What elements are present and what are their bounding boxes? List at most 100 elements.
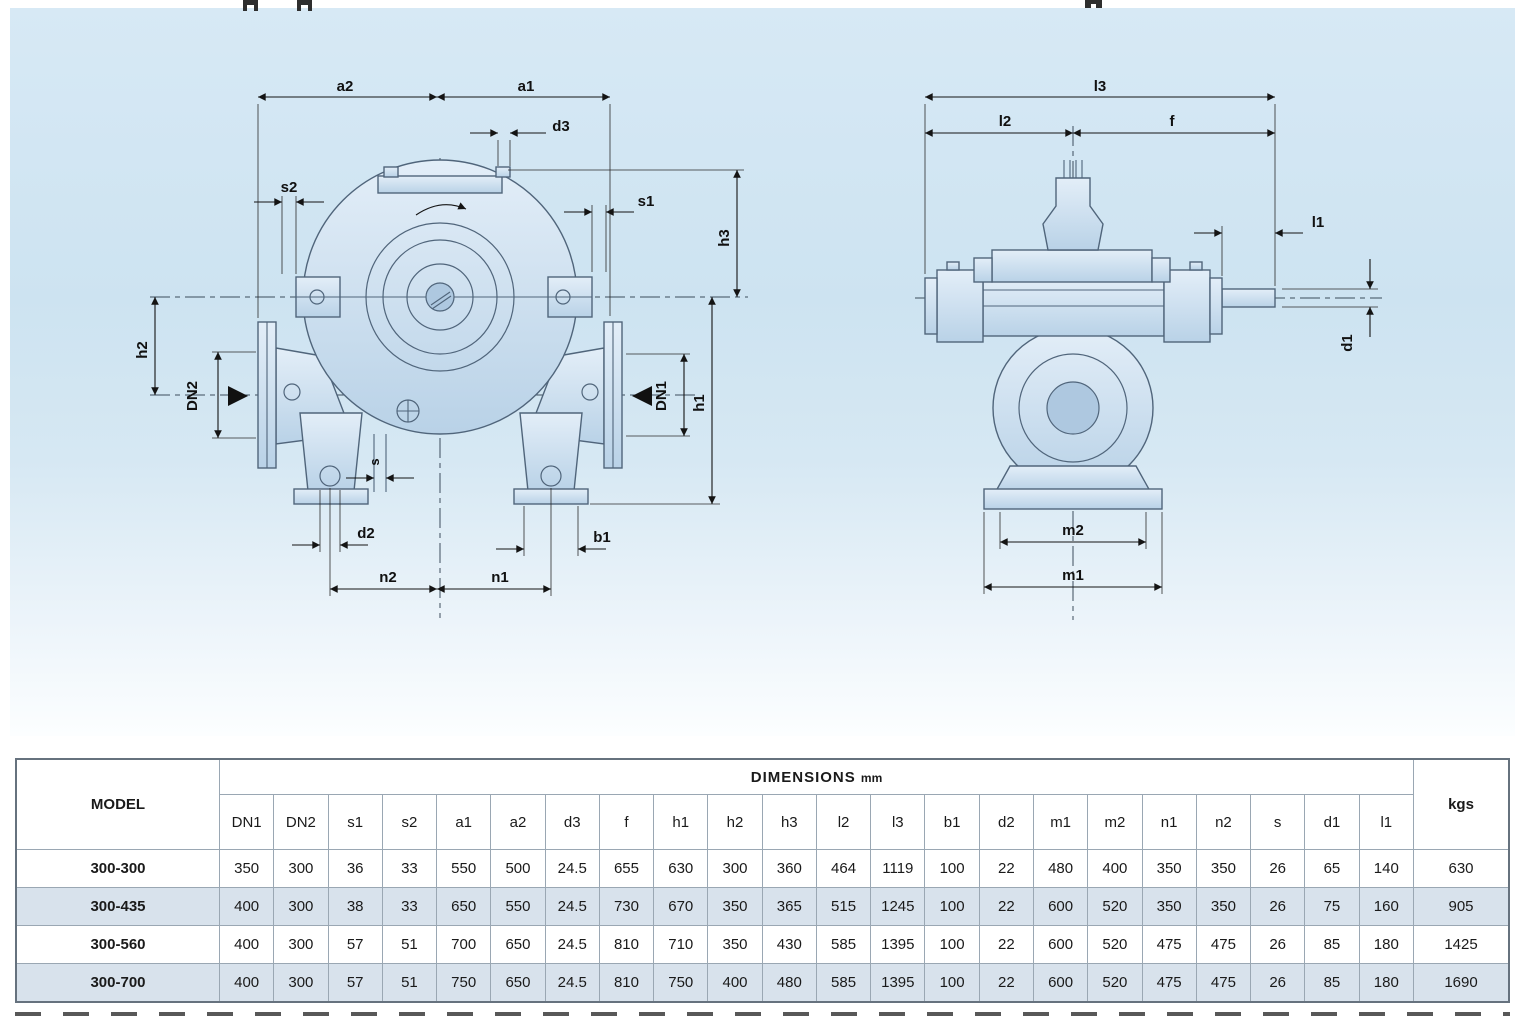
cell-300-700-l2: 585 <box>815 963 872 1003</box>
label-n1: n1 <box>491 569 509 586</box>
label-s1: s1 <box>638 193 655 210</box>
cell-300-700-DN2: 300 <box>273 963 329 1003</box>
column-header-d3: d3 <box>544 794 600 850</box>
cell-300-300-m2: 400 <box>1087 849 1143 888</box>
label-s: s <box>367 458 382 465</box>
column-header-d2: d2 <box>978 794 1034 850</box>
label-d3: d3 <box>552 118 570 135</box>
cell-300-300-b1: 100 <box>924 849 980 888</box>
label-b1: b1 <box>593 529 611 546</box>
column-header-a1: a1 <box>436 794 492 850</box>
cell-300-700-f: 810 <box>598 963 655 1003</box>
foot-left <box>299 412 363 492</box>
cell-300-435-h3: 365 <box>761 887 817 926</box>
cell-300-300-m1: 480 <box>1032 849 1089 888</box>
foot-pad-left <box>293 488 369 505</box>
column-header-l1: l1 <box>1358 794 1415 850</box>
cell-300-435-h1: 670 <box>653 887 709 926</box>
label-h3: h3 <box>716 229 733 247</box>
column-header-m1: m1 <box>1032 794 1089 850</box>
column-header-a2: a2 <box>490 794 546 850</box>
cell-300-700-h2: 400 <box>707 963 763 1003</box>
bearing-cap-left <box>924 277 938 335</box>
cell-300-300-f: 655 <box>598 849 655 888</box>
cell-300-435-a2: 550 <box>490 887 546 926</box>
cell-300-435-s: 26 <box>1250 887 1306 926</box>
label-a2: a2 <box>337 78 354 95</box>
dimension-h1: h1 <box>590 297 720 505</box>
kgs-header: kgs <box>1413 758 1510 850</box>
column-header-b1: b1 <box>924 794 980 850</box>
cell-300-560-l2: 585 <box>815 925 872 964</box>
dimension-d3: d3 <box>470 118 570 166</box>
kgs-cell: 1690 <box>1413 963 1510 1003</box>
cell-300-435-m1: 600 <box>1032 887 1089 926</box>
cell-300-560-DN1: 400 <box>218 925 275 964</box>
cell-300-560-f: 810 <box>598 925 655 964</box>
label-h1: h1 <box>691 394 708 412</box>
label-l1: l1 <box>1312 214 1325 231</box>
cell-300-435-l2: 515 <box>815 887 872 926</box>
foot-right <box>519 412 583 492</box>
cropped-artifacts <box>243 0 1102 11</box>
cell-300-300-l2: 464 <box>815 849 872 888</box>
dimension-d2: d2 <box>292 490 375 552</box>
label-f: f <box>1170 113 1176 130</box>
cell-300-700-s1: 57 <box>327 963 383 1003</box>
top-flange-bolt-left <box>383 166 399 178</box>
cell-300-700-n2: 475 <box>1195 963 1252 1003</box>
label-d2: d2 <box>357 525 375 542</box>
cell-300-560-m1: 600 <box>1032 925 1089 964</box>
column-header-f: f <box>598 794 655 850</box>
dimension-m1: m1 <box>983 512 1163 594</box>
kgs-cell: 1425 <box>1413 925 1510 964</box>
dimension-n1: n1 <box>437 488 552 596</box>
label-dn2: DN2 <box>184 381 201 411</box>
cell-300-700-d3: 24.5 <box>544 963 600 1003</box>
bearing-cap-right <box>1209 277 1223 335</box>
cell-300-560-m2: 520 <box>1087 925 1143 964</box>
label-dn1: DN1 <box>653 381 670 411</box>
column-header-l2: l2 <box>815 794 872 850</box>
cell-300-300-h3: 360 <box>761 849 817 888</box>
rotation-arrow-icon <box>415 202 467 216</box>
column-header-s2: s2 <box>381 794 438 850</box>
model-cell: 300-300 <box>15 849 220 888</box>
label-m2: m2 <box>1062 522 1084 539</box>
dimension-h2: h2 <box>134 297 159 395</box>
cell-300-435-s2: 33 <box>381 887 438 926</box>
model-cell: 300-700 <box>15 963 220 1003</box>
label-d1: d1 <box>1339 334 1356 352</box>
cell-300-700-a2: 650 <box>490 963 546 1003</box>
cell-300-700-a1: 750 <box>436 963 492 1003</box>
cell-300-435-d2: 22 <box>978 887 1034 926</box>
dimension-n2: n2 <box>329 488 437 596</box>
cell-300-435-l3: 1245 <box>870 887 926 926</box>
foot-bolt-right <box>540 465 562 487</box>
model-cell: 300-560 <box>15 925 220 964</box>
column-header-n2: n2 <box>1195 794 1252 850</box>
dimension-dn1: DN1 <box>626 353 690 437</box>
cell-300-300-n2: 350 <box>1195 849 1252 888</box>
shaft-end <box>1221 288 1276 308</box>
column-header-h1: h1 <box>653 794 709 850</box>
cell-300-700-d2: 22 <box>978 963 1034 1003</box>
dimension-b1: b1 <box>496 506 611 556</box>
pump-front-view: a2 a1 d3 s2 <box>134 78 748 618</box>
cell-300-700-s: 26 <box>1250 963 1306 1003</box>
cell-300-435-a1: 650 <box>436 887 492 926</box>
housing-band <box>982 277 1165 337</box>
dimension-dn2: DN2 <box>184 351 256 439</box>
cell-300-700-n1: 475 <box>1141 963 1197 1003</box>
cell-300-300-s1: 36 <box>327 849 383 888</box>
cell-300-700-d1: 85 <box>1304 963 1360 1003</box>
dimensions-header-text: DIMENSIONS <box>750 768 856 786</box>
top-flange <box>377 175 503 194</box>
label-s2: s2 <box>281 179 298 196</box>
